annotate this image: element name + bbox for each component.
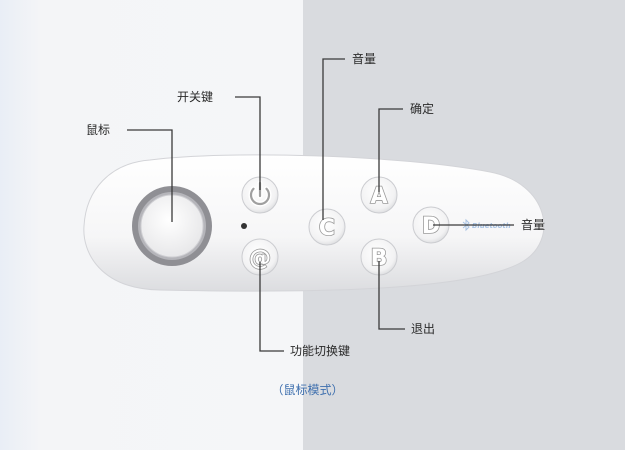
label-function-switch: 功能切换键 xyxy=(290,344,351,358)
label-volume-top: 音量 xyxy=(352,52,377,66)
c-button-glyph: C xyxy=(319,216,335,241)
d-button-glyph: D xyxy=(422,214,440,239)
c-button[interactable]: C xyxy=(308,208,346,246)
leader-line-confirm xyxy=(378,108,403,192)
b-button[interactable]: B xyxy=(360,238,398,276)
leader-lines xyxy=(127,58,514,352)
joystick[interactable] xyxy=(132,186,212,266)
a-button-glyph: A xyxy=(370,184,387,209)
label-power-key: 开关键 xyxy=(177,90,214,104)
indicator-dot xyxy=(241,223,247,229)
leader-line-power xyxy=(235,96,261,190)
bluetooth-text: Bluetooth xyxy=(472,222,511,230)
mode-caption: （鼠标模式） xyxy=(271,383,344,397)
leader-line-volume-top xyxy=(322,58,345,220)
label-mouse: 鼠标 xyxy=(86,123,111,137)
leader-line-exit xyxy=(378,261,405,330)
leader-line-mouse xyxy=(127,129,173,222)
d-button[interactable]: D xyxy=(412,206,450,244)
leader-line-function xyxy=(259,262,284,352)
b-button-glyph: B xyxy=(371,246,388,271)
function-button-glyph: @ xyxy=(249,246,271,271)
label-confirm: 确定 xyxy=(410,102,435,116)
function-button[interactable]: @ xyxy=(241,238,279,276)
label-volume-right: 音量 xyxy=(521,218,546,232)
label-exit: 退出 xyxy=(411,322,436,336)
